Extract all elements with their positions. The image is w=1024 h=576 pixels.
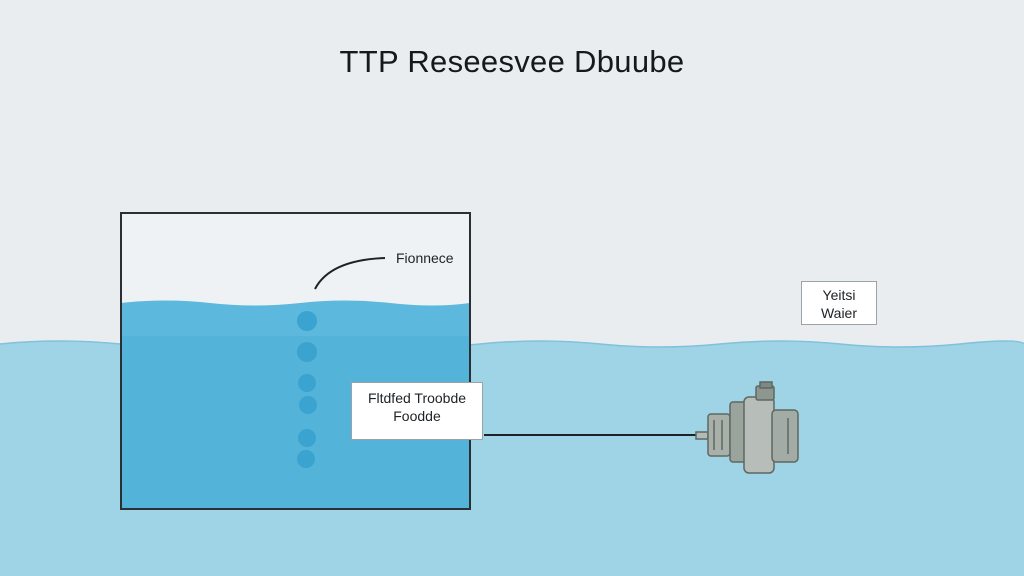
diagram-title: TTP Reseesvee Dbuube (339, 44, 685, 79)
side-label-line1: Yeitsi (822, 287, 856, 303)
pump-icon (695, 381, 799, 474)
side-label-box: Yeitsi Waier (801, 281, 877, 325)
droplet-icon (298, 374, 316, 392)
droplet-icon (298, 429, 316, 447)
droplet-column (297, 311, 317, 468)
droplet-icon (299, 396, 317, 414)
pointer-label: Fionnece (396, 250, 454, 266)
droplet-icon (297, 450, 315, 468)
tank-callout-line2: Foodde (393, 408, 441, 424)
tank-callout-box: Fltdfed Troobde Foodde (351, 382, 483, 440)
droplet-icon (297, 342, 317, 362)
pointer-line (314, 257, 386, 290)
side-label-line2: Waier (820, 305, 858, 321)
tank-callout-line1: Fltdfed Troobde (367, 390, 467, 406)
tank-outline (120, 212, 471, 510)
tank-water-lower (121, 336, 470, 509)
droplet-icon (297, 311, 317, 331)
